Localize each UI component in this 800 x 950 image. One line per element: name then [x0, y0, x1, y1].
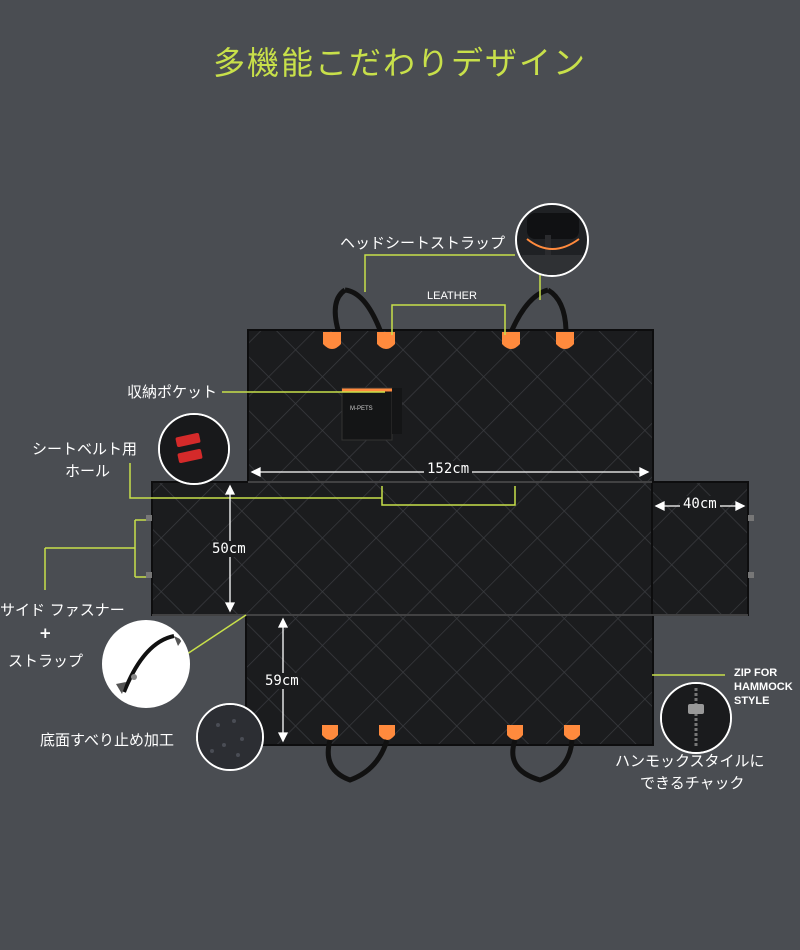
strap-detail-image [102, 620, 190, 708]
zip-label-line3: STYLE [734, 695, 770, 707]
side-width-dimension: 40cm [680, 496, 720, 512]
plus-label: + [39, 624, 52, 642]
storage-pocket-label: 収納ポケット [127, 383, 218, 401]
seatbelt-detail-image [158, 413, 230, 485]
strap-label: ストラップ [8, 652, 84, 670]
headrest-detail-image [515, 203, 589, 277]
bottom-height-dimension: 59cm [263, 673, 301, 689]
seat-height-dimension: 50cm [210, 541, 248, 557]
leather-label: LEATHER [427, 290, 477, 302]
zip-label-line1: ZIP FOR [734, 667, 778, 679]
zip-label-line2: HAMMOCK [734, 681, 793, 693]
page-title: 多機能こだわりデザイン [212, 44, 587, 82]
anti-slip-label: 底面すべり止め加工 [40, 731, 174, 749]
seatbelt-hole-label-line1: シートベルト用 [32, 440, 138, 458]
side-fastener-label: サイド ファスナー [0, 601, 125, 619]
width-dimension: 152cm [424, 461, 473, 477]
anti-slip-detail-image [196, 703, 264, 771]
zip-detail-image [660, 682, 732, 754]
hammock-zip-label-line1: ハンモックスタイルに [615, 752, 765, 770]
seatbelt-hole-label-line2: ホール [65, 462, 111, 480]
brand-tag: M-PETS [350, 406, 373, 412]
head-strap-label: ヘッドシートストラップ [340, 234, 506, 252]
hammock-zip-label-line2: できるチャック [640, 774, 745, 792]
